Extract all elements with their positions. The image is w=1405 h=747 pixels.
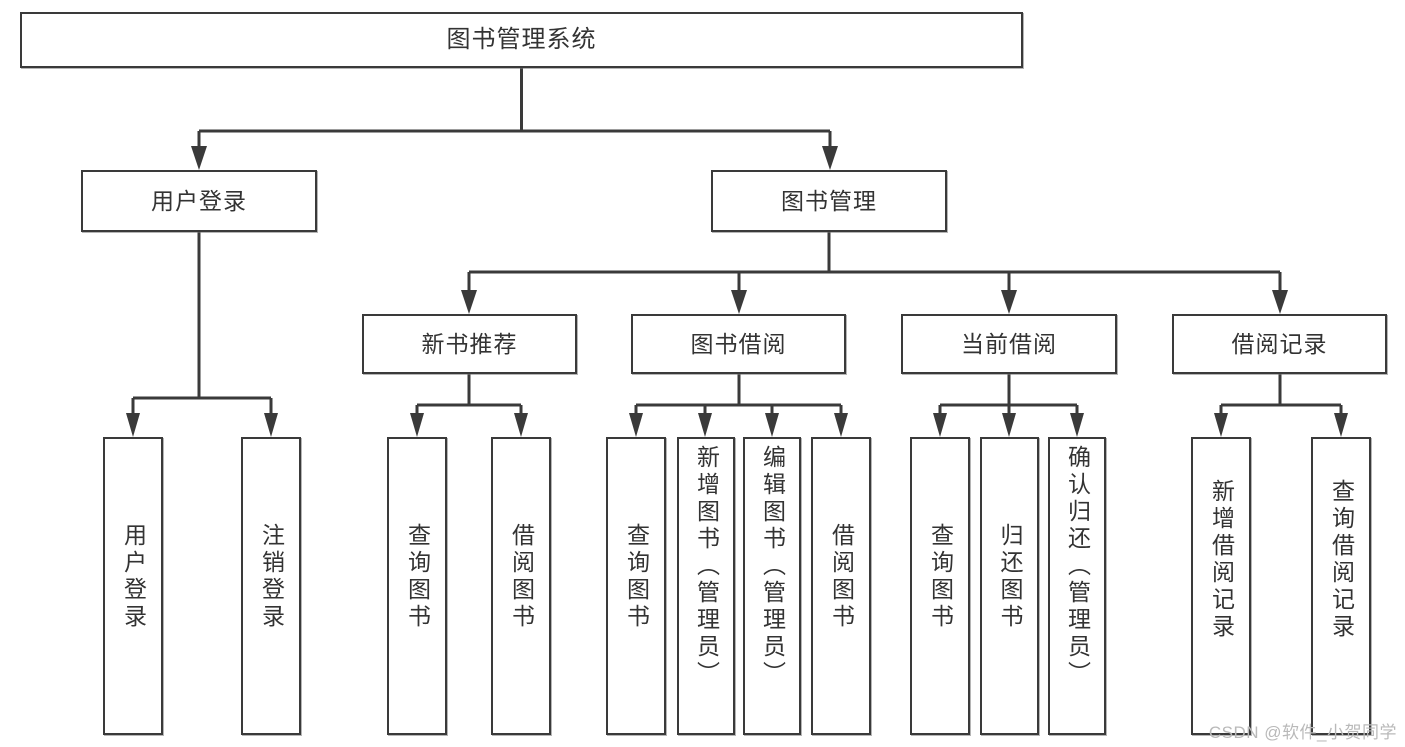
leaf-user-login[interactable]: 用户登录	[103, 437, 163, 735]
leaf-newbook-borrow-book[interactable]: 借阅图书	[491, 437, 551, 735]
node-label: 当前借阅	[961, 330, 1057, 357]
leaf-current-confirm-return-admin[interactable]: 确认归还（管理员）	[1048, 437, 1106, 735]
leaf-record-add-record[interactable]: 新增借阅记录	[1191, 437, 1251, 735]
arrow-leaf-borrow-3	[765, 413, 779, 437]
leaf-borrow-add-book-admin[interactable]: 新增图书（管理员）	[677, 437, 735, 735]
arrow-leaf-new-2	[514, 413, 528, 437]
leaf-label: 借阅图书	[508, 523, 535, 631]
leaf-label: 查询图书	[927, 523, 954, 631]
arrow-leaf-new-1	[410, 413, 424, 437]
leaf-label: 新增借阅记录	[1208, 479, 1235, 641]
node-current-borrow[interactable]: 当前借阅	[901, 314, 1117, 374]
arrow-leaf-current-1	[933, 413, 947, 437]
node-book-management[interactable]: 图书管理	[711, 170, 947, 232]
leaf-label: 查询图书	[623, 523, 650, 631]
leaf-borrow-borrow-book[interactable]: 借阅图书	[811, 437, 871, 735]
leaf-label: 用户登录	[120, 523, 147, 631]
arrow-leaf-borrow-4	[834, 413, 848, 437]
arrow-book-mgmt	[822, 146, 838, 170]
node-book-borrow[interactable]: 图书借阅	[631, 314, 846, 374]
arrow-leaf-user-1	[126, 413, 140, 437]
arrow-leaf-current-2	[1002, 413, 1016, 437]
node-root-system[interactable]: 图书管理系统	[20, 12, 1023, 68]
node-new-book-recommend[interactable]: 新书推荐	[362, 314, 577, 374]
leaf-newbook-query-book[interactable]: 查询图书	[387, 437, 447, 735]
arrow-user-login	[191, 146, 207, 170]
arrow-leaf-borrow-1	[629, 413, 643, 437]
watermark-text: CSDN @软件_小贺同学	[1208, 723, 1397, 742]
arrow-current	[1001, 290, 1017, 314]
leaf-label: 注销登录	[258, 523, 285, 631]
node-borrow-record[interactable]: 借阅记录	[1172, 314, 1387, 374]
arrow-borrow	[731, 290, 747, 314]
leaf-current-return-book[interactable]: 归还图书	[980, 437, 1039, 735]
arrow-newbook	[461, 290, 477, 314]
leaf-label: 查询借阅记录	[1328, 479, 1355, 641]
node-label: 用户登录	[151, 187, 247, 214]
node-label: 图书管理系统	[446, 26, 597, 53]
leaf-borrow-query-book[interactable]: 查询图书	[606, 437, 666, 735]
node-label: 图书管理	[781, 187, 877, 214]
leaf-current-query-book[interactable]: 查询图书	[910, 437, 970, 735]
leaf-label: 编辑图书（管理员）	[759, 445, 786, 688]
leaf-label: 确认归还（管理员）	[1064, 445, 1091, 688]
arrow-leaf-record-2	[1334, 413, 1348, 437]
leaf-record-query-record[interactable]: 查询借阅记录	[1311, 437, 1371, 735]
arrow-leaf-borrow-2	[698, 413, 712, 437]
arrow-record	[1272, 290, 1288, 314]
node-user-login[interactable]: 用户登录	[81, 170, 317, 232]
arrow-leaf-current-3	[1070, 413, 1084, 437]
leaf-label: 借阅图书	[828, 523, 855, 631]
leaf-label: 归还图书	[997, 523, 1023, 631]
node-label: 图书借阅	[690, 330, 787, 357]
leaf-logout[interactable]: 注销登录	[241, 437, 301, 735]
node-label: 借阅记录	[1231, 330, 1328, 357]
node-label: 新书推荐	[421, 330, 518, 357]
arrow-leaf-user-2	[264, 413, 278, 437]
arrow-leaf-record-1	[1214, 413, 1228, 437]
leaf-label: 新增图书（管理员）	[693, 445, 720, 688]
leaf-borrow-edit-book-admin[interactable]: 编辑图书（管理员）	[743, 437, 801, 735]
leaf-label: 查询图书	[404, 523, 431, 631]
